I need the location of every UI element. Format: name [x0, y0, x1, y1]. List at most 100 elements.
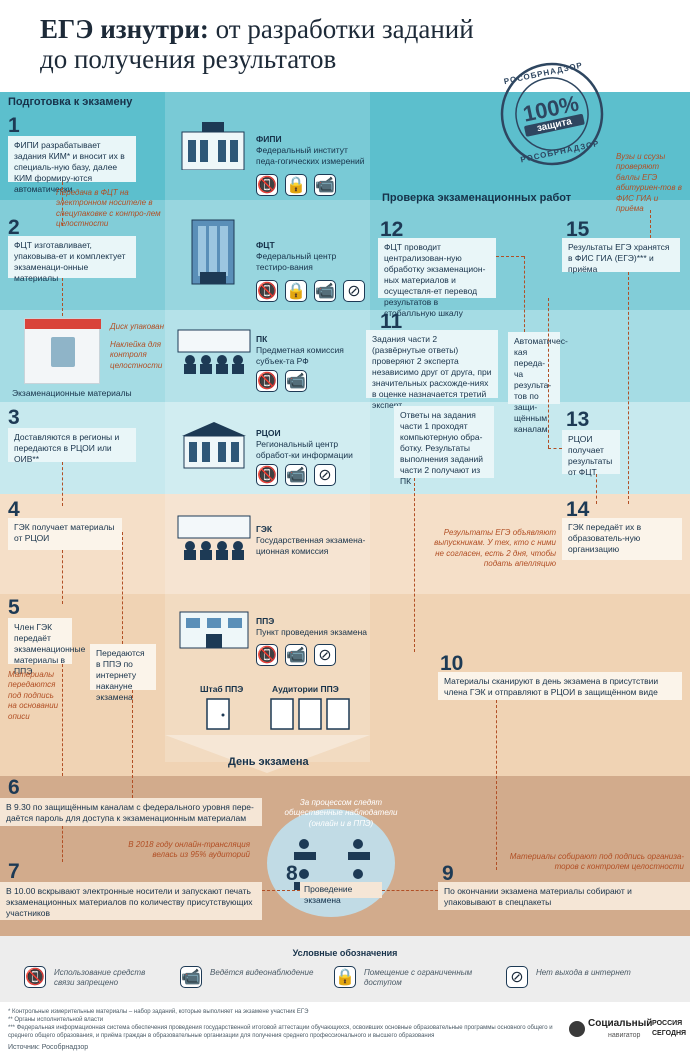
brand-name: Социальный	[588, 1018, 653, 1029]
no-internet-icon: ⊘	[314, 644, 336, 666]
step6-box: В 9.30 по защищённым каналам с федеральн…	[0, 798, 262, 826]
package-seal	[25, 319, 101, 329]
materials-package	[24, 318, 101, 384]
camera-icon: 📹	[314, 174, 336, 196]
center-column-arrow	[165, 735, 370, 773]
gek-abbr: ГЭК	[256, 524, 273, 534]
arrow-5-6	[62, 664, 63, 776]
camera-icon: 📹	[180, 966, 202, 988]
arrow-13-in	[548, 448, 562, 449]
stamp-ring-icon	[500, 62, 604, 166]
step6-number: 6	[8, 776, 20, 799]
no-phone-icon: 📵	[24, 966, 46, 988]
ppe-abbr: ППЭ	[256, 616, 275, 626]
arrow-7-8	[262, 890, 300, 891]
rcoi-abbr: РЦОИ	[256, 428, 281, 438]
step9-number: 9	[442, 862, 454, 885]
note-fct-transfer: Передача в ФЦТ на электронном носителе в…	[56, 188, 161, 229]
note-observers: За процессом следят общественные наблюда…	[284, 798, 398, 828]
ppe-full: Пункт проведения экзамена	[256, 627, 368, 638]
brand-logo: Социальный навигатор РОССИЯ СЕГОДНЯ	[568, 1016, 688, 1050]
step9-box: По окончании экзамена материалы собирают…	[438, 882, 690, 910]
step3-number: 3	[8, 406, 20, 429]
note-sign: Материалы собирают под подпись организа-…	[509, 852, 684, 872]
step5-number: 5	[8, 596, 20, 619]
step1-number: 1	[8, 114, 20, 137]
arrow-1-2	[62, 182, 63, 226]
step8-box: Проведение экзамена	[300, 882, 382, 905]
pk-abbr: ПК	[256, 334, 268, 344]
note-sticker: Наклейка для контроля целостности	[110, 340, 163, 370]
step7-box: В 10.00 вскрывают электронные носители и…	[0, 882, 262, 920]
step8-number: 8	[286, 862, 298, 885]
lock-icon: 🔒	[334, 966, 356, 988]
arrow-10-11	[414, 478, 415, 652]
fct-abbr: ФЦТ	[256, 240, 275, 250]
fipi-building-icon	[181, 122, 245, 170]
rcoi-icons: 📵 📹 ⊘	[256, 464, 336, 486]
ria-1: РОССИЯ	[652, 1020, 683, 1027]
step15-box: Результаты ЕГЭ хранятся в ФИС ГИА (ЕГЭ)*…	[562, 238, 680, 274]
step11c-box: Автоматичес-кая переда-ча результа-тов п…	[508, 332, 568, 434]
no-internet-icon: ⊘	[343, 280, 365, 302]
step12-box: ФЦТ проводит централизован-ную обработку…	[378, 238, 496, 318]
step7-number: 7	[8, 860, 20, 883]
arrow-12-right	[496, 256, 524, 257]
no-phone-icon: 📵	[256, 644, 278, 666]
fct-full: Федеральный центр тестиро-вания	[256, 251, 337, 273]
ppe-building-icon	[179, 611, 249, 649]
step13-number: 13	[566, 408, 590, 431]
doors-icon	[270, 698, 350, 730]
step10-box: Материалы сканируют в день экзамена в пр…	[438, 672, 682, 700]
rcoi-full: Региональный центр обработ-ки информации	[256, 439, 353, 461]
gek-people-icon	[177, 515, 251, 560]
step12-number: 12	[380, 218, 404, 241]
no-phone-icon: 📵	[256, 280, 278, 302]
footnote-1: * Контрольные измерительные материалы – …	[8, 1009, 309, 1015]
fipi-icons: 📵 🔒 📹	[256, 174, 336, 196]
step5-box: Член ГЭК передаёт экзаменационные матери…	[8, 618, 85, 676]
arrow-13-14	[596, 474, 597, 504]
note-unis: Вузы и ссузы проверяют баллы ЕГЭ абитури…	[616, 152, 682, 213]
door-icon	[206, 698, 230, 730]
section-check-title: Проверка экзаменационных работ	[382, 192, 572, 204]
legend-item-2: Ведётся видеонаблюдение	[210, 968, 314, 977]
arrow-8-9	[382, 890, 438, 891]
section-prep-title: Подготовка к экзамену	[8, 96, 133, 108]
arrow-4-5b	[122, 532, 123, 644]
materials-label: Экзаменационные материалы	[12, 388, 132, 398]
gek-full: Государственная экзамена-ционная комисси…	[256, 535, 366, 557]
stamp: РОСОБРНАДЗОР 100% защита РОСОБРНАДЗОР	[490, 52, 613, 175]
step14-number: 14	[566, 498, 590, 521]
lock-icon: 🔒	[285, 280, 307, 302]
brand-star-icon	[569, 1021, 585, 1037]
step15-number: 15	[566, 218, 590, 241]
no-phone-icon: 📵	[256, 370, 278, 392]
ria-2: СЕГОДНЯ	[652, 1030, 687, 1037]
no-phone-icon: 📵	[256, 464, 278, 486]
no-internet-icon: ⊘	[506, 966, 528, 988]
band-pk	[0, 310, 690, 402]
legend-item-4: Нет выхода в интернет	[536, 968, 631, 977]
step10-number: 10	[440, 652, 464, 675]
step11-number: 11	[380, 310, 403, 333]
legend-item-1: Использование средств связи запрещено	[54, 968, 146, 988]
footnotes: * Контрольные измерительные материалы – …	[8, 1008, 556, 1053]
footnote-3: *** Федеральная информационная система о…	[8, 1025, 553, 1040]
title-bold: ЕГЭ изнутри:	[40, 14, 209, 44]
step1-box: ФИПИ разрабатывает задания КИМ* и вносит…	[8, 136, 136, 194]
step13-box: РЦОИ получает результаты от ФЦТ	[562, 430, 620, 477]
step14-box: ГЭК передаёт их в образователь-ную орган…	[562, 518, 682, 560]
arrow-14-15	[628, 272, 629, 504]
no-internet-icon: ⊘	[314, 464, 336, 486]
step2-box: ФЦТ изготавливает, упаковыва-ет и компле…	[8, 236, 136, 283]
step2-number: 2	[8, 216, 20, 239]
fct-building-icon	[191, 219, 235, 285]
legend-title: Условные обозначения	[292, 948, 398, 958]
